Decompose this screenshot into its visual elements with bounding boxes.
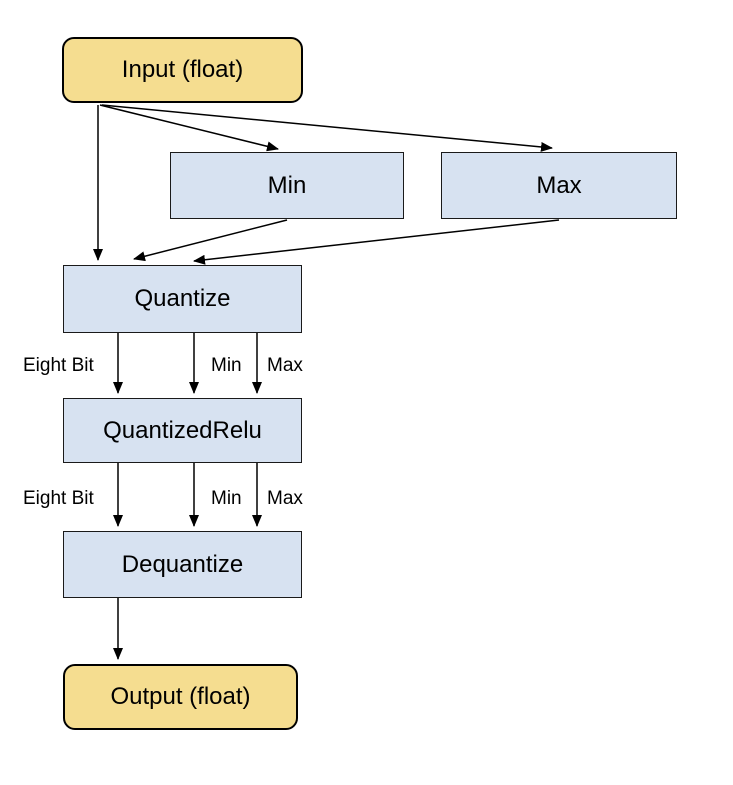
edge-input-to-min (99, 104, 279, 152)
node-dequantize: Dequantize (63, 531, 302, 598)
edge-label-min-relu-dequantize: Min (211, 488, 242, 509)
node-quantize: Quantize (63, 265, 302, 333)
node-max: Max (441, 152, 677, 219)
edge-max-to-quantize (193, 219, 560, 265)
edge-label-min-quantize-relu: Min (211, 355, 242, 376)
edge-label-eight-bit-relu-dequantize: Eight Bit (23, 488, 94, 509)
node-output-float: Output (float) (63, 664, 298, 730)
edge-input-to-max (101, 104, 553, 152)
edge-label-eight-bit-quantize-relu: Eight Bit (23, 355, 94, 376)
node-min: Min (170, 152, 404, 219)
edge-min-to-quantize (133, 219, 288, 262)
node-input-float: Input (float) (62, 37, 303, 103)
node-quantized-relu: QuantizedRelu (63, 398, 302, 463)
edge-label-max-relu-dequantize: Max (267, 488, 303, 509)
edge-label-max-quantize-relu: Max (267, 355, 303, 376)
